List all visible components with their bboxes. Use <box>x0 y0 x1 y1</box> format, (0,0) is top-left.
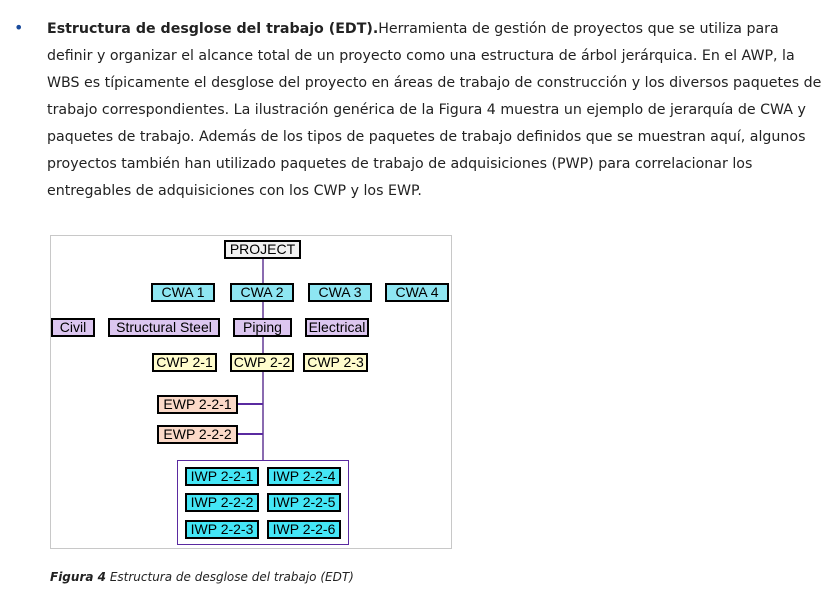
ewp-node: EWP 2-2-2 <box>157 425 238 444</box>
definition-text: Herramienta de gestión de proyectos que … <box>47 21 822 199</box>
project-node: PROJECT <box>224 240 301 259</box>
iwp-group <box>177 460 349 545</box>
figure-caption: Figura 4 Estructura de desglose del trab… <box>50 570 354 584</box>
cwp-node: CWP 2-1 <box>152 353 217 372</box>
cwa-node: CWA 4 <box>385 283 449 302</box>
connector-line <box>238 403 263 405</box>
iwp-node: IWP 2-2-3 <box>185 520 259 539</box>
discipline-node: Structural Steel <box>108 318 220 337</box>
bullet-marker: • <box>14 18 24 37</box>
wbs-figure <box>50 235 452 549</box>
discipline-node: Civil <box>51 318 95 337</box>
iwp-node: IWP 2-2-6 <box>267 520 341 539</box>
iwp-node: IWP 2-2-2 <box>185 493 259 512</box>
iwp-node: IWP 2-2-5 <box>267 493 341 512</box>
cwa-node: CWA 2 <box>230 283 294 302</box>
caption-label: Figura 4 <box>50 570 106 584</box>
definition-paragraph: Estructura de desglose del trabajo (EDT)… <box>47 16 822 205</box>
discipline-node: Electrical <box>305 318 369 337</box>
discipline-node: Piping <box>233 318 292 337</box>
cwp-node: CWP 2-2 <box>230 353 294 372</box>
iwp-node: IWP 2-2-4 <box>267 467 341 486</box>
caption-text: Estructura de desglose del trabajo (EDT) <box>106 570 354 584</box>
iwp-node: IWP 2-2-1 <box>185 467 259 486</box>
connector-line <box>238 433 263 435</box>
cwa-node: CWA 1 <box>151 283 215 302</box>
cwa-node: CWA 3 <box>308 283 372 302</box>
term: Estructura de desglose del trabajo (EDT)… <box>47 21 379 37</box>
ewp-node: EWP 2-2-1 <box>157 395 238 414</box>
cwp-node: CWP 2-3 <box>303 353 368 372</box>
